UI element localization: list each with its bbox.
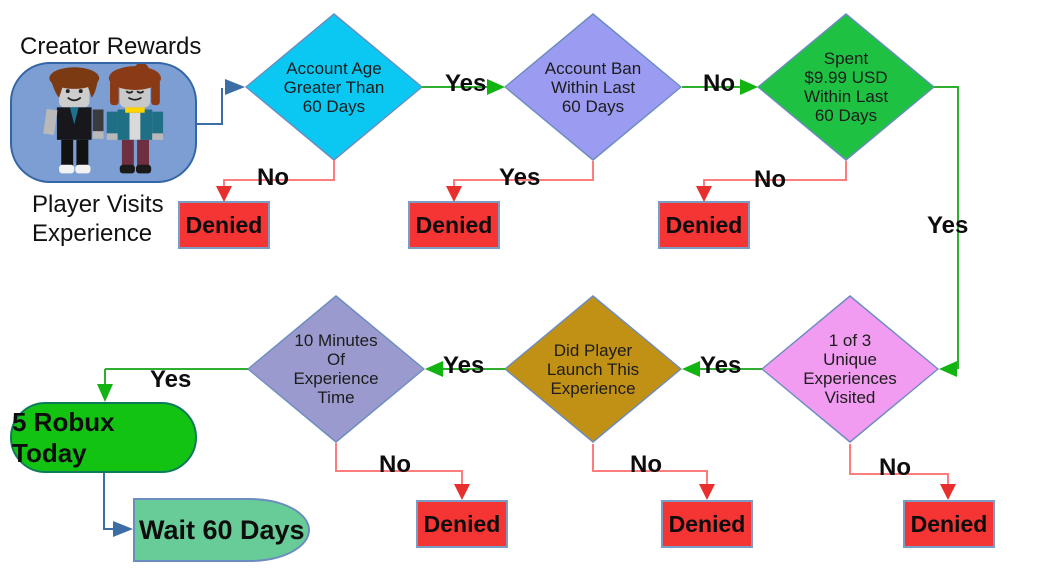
denied-box-launch-experience: Denied — [661, 500, 753, 548]
decision-launch-experience: Did Player Launch This Experience — [504, 295, 682, 443]
denied-box-unique-experiences: Denied — [903, 500, 995, 548]
edge-d1-yes-to-d2-segment — [422, 86, 492, 88]
denied-box-account-ban: Denied — [408, 201, 500, 249]
start-node-caption: Player Visits Experience — [32, 191, 164, 247]
edge-d5-yes-to-d6-segment — [443, 368, 505, 370]
edge-label-yes: Yes — [445, 70, 487, 97]
edge-d2-yes-to-denied-segment — [592, 161, 594, 181]
edge-label-no: No — [754, 166, 786, 193]
edge-d6-no-to-denied-segment — [335, 470, 463, 472]
arrowhead-icon — [682, 361, 700, 377]
edge-d1-no-to-denied-segment — [333, 160, 335, 181]
edge-d3-no-to-denied-segment — [845, 161, 847, 181]
edge-d3-yes-to-d4-segment — [957, 86, 959, 369]
denied-box-account-age: Denied — [178, 201, 270, 249]
edge-label-yes: Yes — [443, 352, 485, 379]
edge-d1-no-to-denied-segment — [223, 179, 225, 187]
decision-spent-usd-label: Spent $9.99 USD Within Last 60 Days — [803, 49, 889, 125]
denied-label: Denied — [665, 211, 743, 238]
denied-label: Denied — [415, 211, 493, 238]
edge-d6-yes-to-reward-segment — [105, 368, 248, 370]
arrowhead-icon — [487, 79, 505, 95]
edge-d5-no-to-denied-segment — [592, 444, 594, 472]
decision-experience-time-label: 10 Minutes Of Experience Time — [293, 331, 379, 407]
arrowhead-icon — [225, 79, 245, 95]
edge-label-yes: Yes — [700, 352, 742, 379]
edge-d3-no-to-denied-segment — [703, 179, 705, 187]
edge-d6-no-to-denied-segment — [335, 443, 337, 472]
arrowhead-icon — [454, 484, 470, 500]
decision-account-ban: Account Ban Within Last 60 Days — [504, 13, 682, 161]
edge-start-to-d1-segment — [221, 88, 223, 125]
edge-start-to-d1-segment — [197, 123, 223, 125]
edge-label-no: No — [257, 164, 289, 191]
edge-d4-no-to-denied-segment — [947, 473, 949, 486]
edge-label-no: No — [379, 451, 411, 478]
edge-d6-yes-to-reward-segment — [104, 369, 106, 395]
decision-account-age: Account Age Greater Than 60 Days — [245, 13, 423, 161]
reward-label: 5 Robux Today — [12, 406, 115, 468]
edge-reward-to-wait-segment — [103, 528, 118, 530]
denied-box-experience-time: Denied — [416, 500, 508, 548]
edge-reward-to-wait-segment — [103, 473, 105, 529]
edge-d1-no-to-denied-segment — [223, 179, 335, 181]
edge-d5-no-to-denied-segment — [706, 470, 708, 486]
denied-label: Denied — [668, 510, 746, 537]
arrowhead-icon — [699, 484, 715, 500]
arrowhead-icon — [696, 186, 712, 202]
edge-d3-no-to-denied-segment — [703, 179, 847, 181]
decision-experience-time: 10 Minutes Of Experience Time — [247, 295, 425, 443]
arrowhead-icon — [216, 186, 232, 202]
edge-d4-no-to-denied-segment — [849, 444, 851, 475]
roblox-avatars-illustration — [43, 64, 164, 174]
arrowhead-icon — [446, 186, 462, 202]
decision-unique-experiences: 1 of 3 Unique Experiences Visited — [761, 295, 939, 443]
edge-label-no: No — [879, 454, 911, 481]
edge-d2-no-to-d3-segment — [682, 86, 744, 88]
edge-d2-yes-to-denied-segment — [453, 179, 455, 187]
edge-d5-no-to-denied-segment — [592, 470, 708, 472]
denied-box-spent-usd: Denied — [658, 201, 750, 249]
wait-node-60-days: Wait 60 Days — [133, 498, 310, 562]
edge-label-no: No — [703, 70, 735, 97]
decision-account-ban-label: Account Ban Within Last 60 Days — [544, 58, 642, 116]
decision-launch-experience-label: Did Player Launch This Experience — [546, 340, 640, 398]
edge-label-yes: Yes — [927, 212, 969, 239]
start-node-player-visits — [10, 62, 197, 183]
reward-node-5-robux: 5 Robux Today — [10, 402, 197, 473]
decision-unique-experiences-label: 1 of 3 Unique Experiences Visited — [803, 331, 897, 407]
arrowhead-icon — [113, 521, 133, 537]
decision-account-age-label: Account Age Greater Than 60 Days — [283, 58, 385, 116]
denied-label: Denied — [910, 510, 988, 537]
edge-d6-no-to-denied-segment — [461, 470, 463, 486]
wait-label: Wait 60 Days — [139, 514, 305, 545]
arrowhead-icon — [425, 361, 443, 377]
edge-label-yes: Yes — [499, 164, 541, 191]
edge-label-no: No — [630, 451, 662, 478]
diagram-title: Creator Rewards — [20, 33, 202, 60]
arrowhead-icon — [740, 79, 758, 95]
edge-d2-yes-to-denied-segment — [453, 179, 594, 181]
arrowhead-icon — [940, 484, 956, 500]
denied-label: Denied — [185, 211, 263, 238]
arrowhead-icon — [97, 384, 113, 402]
edge-d4-yes-to-d5-segment — [700, 368, 762, 370]
edge-d4-no-to-denied-segment — [849, 473, 949, 475]
edge-label-yes: Yes — [150, 366, 192, 393]
decision-spent-usd: Spent $9.99 USD Within Last 60 Days — [757, 13, 935, 161]
denied-label: Denied — [423, 510, 501, 537]
arrowhead-icon — [939, 361, 957, 377]
edge-d3-yes-to-d4-segment — [934, 86, 959, 88]
